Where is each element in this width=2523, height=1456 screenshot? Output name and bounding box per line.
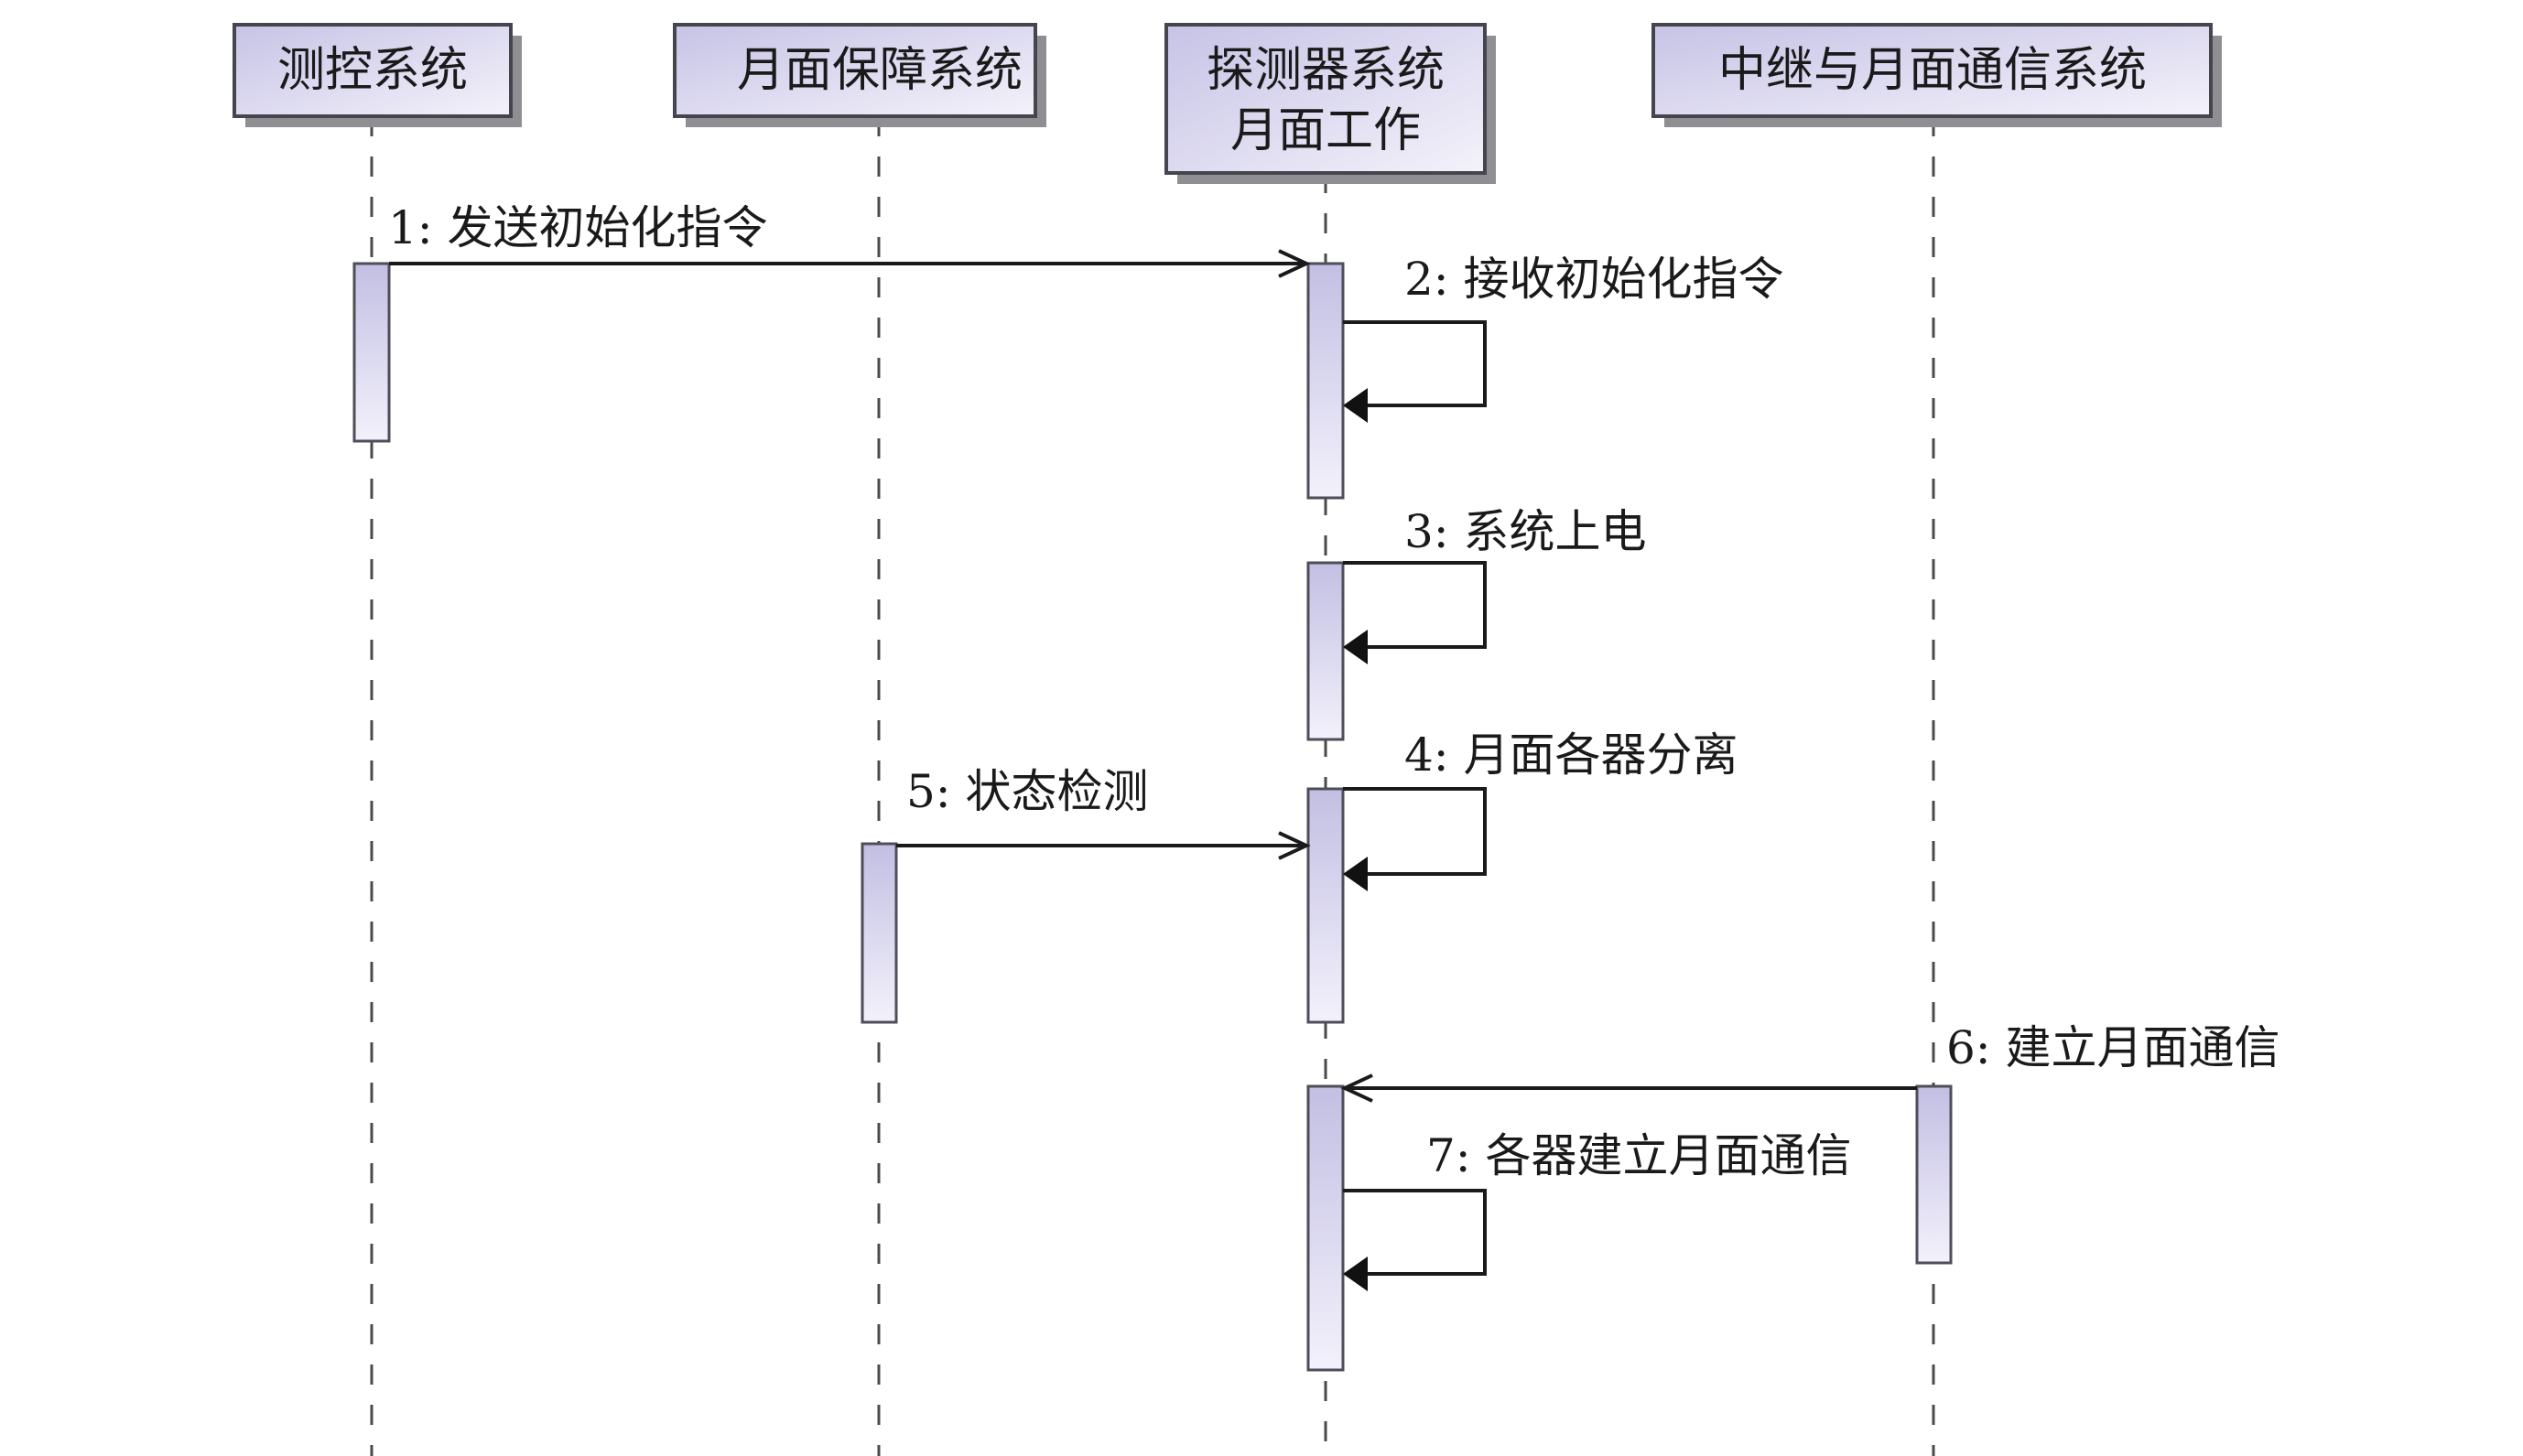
activation-bar-p3-d	[1306, 1084, 1345, 1372]
activation-bar-p3-a	[1306, 262, 1345, 500]
participant-p3: 探测器系统 月面工作	[1164, 23, 1496, 184]
activation-bar-p1	[352, 262, 391, 443]
participant-p4: 中继与月面通信系统	[1651, 23, 2222, 127]
participant-p4-label: 中继与月面通信系统	[1718, 43, 2147, 98]
message-3: 3: 系统上电	[1343, 505, 1647, 664]
activation-bar-p2	[861, 842, 898, 1024]
message-5: 5: 状态检测	[896, 765, 1311, 860]
message-5-label: 5: 状态检测	[906, 765, 1149, 818]
filled-arrowhead-icon	[1343, 388, 1368, 423]
message-6-label: 6: 建立月面通信	[1946, 1021, 2280, 1074]
message-7: 7: 各器建立月面通信	[1343, 1129, 1852, 1291]
message-4-label: 4: 月面各器分离	[1404, 728, 1738, 782]
filled-arrowhead-icon	[1343, 857, 1368, 891]
participant-p1-label: 测控系统	[277, 43, 468, 98]
activation-bar-p3-c	[1306, 787, 1345, 1024]
message-1: 1: 发送初始化指令	[388, 201, 1311, 278]
participant-p1: 测控系统	[233, 23, 522, 127]
participant-p2-label: 月面保障系统	[737, 43, 1023, 98]
message-3-label: 3: 系统上电	[1404, 505, 1647, 558]
participant-p3-label-line1: 探测器系统	[1207, 43, 1445, 98]
participant-p2: 月面保障系统	[673, 23, 1046, 127]
activation-bar-p3-b	[1306, 561, 1345, 741]
filled-arrowhead-icon	[1343, 1256, 1368, 1291]
message-7-label: 7: 各器建立月面通信	[1426, 1129, 1852, 1182]
message-4: 4: 月面各器分离	[1343, 728, 1738, 891]
message-2-label: 2: 接收初始化指令	[1404, 253, 1784, 306]
message-6: 6: 建立月面通信	[1340, 1021, 2280, 1103]
filled-arrowhead-icon	[1343, 630, 1368, 664]
activation-bar-p4	[1915, 1084, 1953, 1265]
message-2: 2: 接收初始化指令	[1343, 253, 1784, 423]
open-arrowhead-icon	[1340, 1073, 1373, 1103]
open-arrowhead-icon	[1278, 831, 1311, 860]
participant-p3-label-line2: 月面工作	[1230, 103, 1421, 158]
open-arrowhead-icon	[1278, 249, 1311, 278]
message-1-label: 1: 发送初始化指令	[388, 201, 768, 254]
